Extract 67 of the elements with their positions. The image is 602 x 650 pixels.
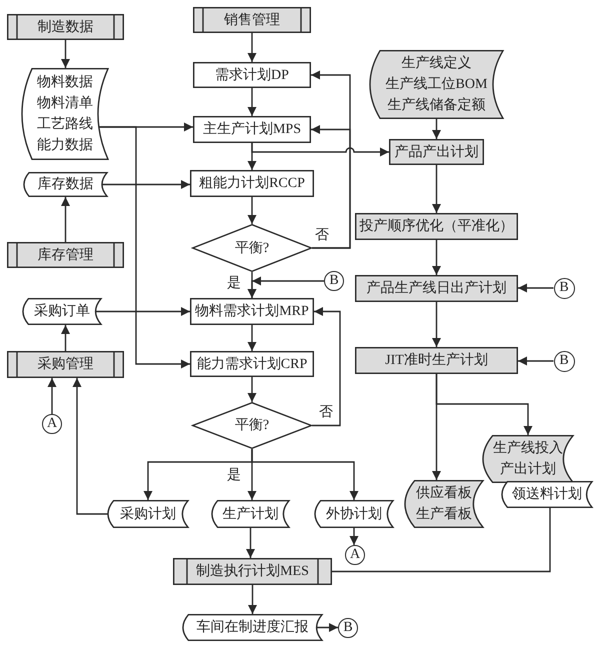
arrow [61,197,70,242]
arrow [518,284,554,292]
process-box: 产品生产线日出产计划 [355,275,518,302]
edge-label: 否 [319,405,333,421]
edge-label: 是 [227,468,241,484]
arrow [432,165,441,213]
arrow [518,356,554,366]
arrow [48,378,56,414]
arrow [246,528,255,558]
arrow [102,180,190,189]
arrow [248,88,256,116]
arrow [61,40,70,68]
process-box: 物料需求计划MRP [190,298,314,325]
stored-data-shape: 外协计划 [315,500,393,528]
stored-data-shape: 领送料计划 [502,481,592,508]
subprocess-box: 销售管理 [193,7,311,33]
stored-data-shape: 生产线定义 生产线工位BOM 生产线储备定额 [370,50,503,119]
stored-data-shape: 物料数据 物料清单 工艺路线 能力数据 [22,68,108,160]
process-box: JIT准时生产计划 [355,347,518,374]
arrow [98,126,190,368]
stored-data-shape: 采购计划 [108,500,188,528]
subprocess-box: 制造数据 [7,14,124,40]
subprocess-box: 采购管理 [7,351,124,378]
stored-data-shape: 供应看板 生产看板 [405,480,483,528]
connector-circle: B [324,271,344,291]
connector-line [332,508,551,572]
edge-label: 是 [227,276,241,292]
process-box: 投产顺序优化（平准化） [355,213,518,240]
arrow [96,307,190,316]
process-box: 粗能力计划RCCP [190,170,314,197]
connector-circle: B [554,278,574,298]
process-box: 主生产计划MPS [193,116,311,143]
stored-data-shape: 生产计划 [212,500,289,528]
arrow [72,378,108,515]
arrow [311,125,351,249]
stored-data-shape: 车间在制进度汇报 [183,614,322,641]
connector-circle: A [345,545,365,565]
connector-circle: B [554,350,574,372]
arrow [436,374,532,435]
arrow [248,325,256,351]
arrow [248,585,257,614]
arrow [432,119,441,139]
subprocess-box: 制造执行计划MES [173,558,332,585]
process-box: 产品产出计划 [389,139,484,165]
connector-circle: A [42,414,62,434]
arrow [61,325,70,351]
arrow [251,449,358,500]
arrow [432,302,441,347]
arrow [248,197,256,224]
process-box: 能力需求计划CRP [190,351,314,377]
stored-data-shape: 生产线投入产出计划 [483,435,573,483]
subprocess-box: 库存管理 [7,242,124,268]
arrow [248,377,256,402]
decision-diamond: 平衡? [192,402,312,449]
edge-label: 否 [315,228,329,244]
arrow [248,276,324,298]
stored-data-shape: 采购订单 [23,298,101,325]
arrow [432,240,441,275]
stored-data-shape: 库存数据 [24,172,107,197]
process-box: 需求计划DP [193,62,311,88]
arrow [248,33,256,62]
arrow [316,623,338,632]
decision-diamond: 平衡? [192,224,312,272]
arrow [312,307,341,426]
arrow [350,528,358,546]
arrow [251,143,389,156]
connector-circle: B [338,618,358,638]
